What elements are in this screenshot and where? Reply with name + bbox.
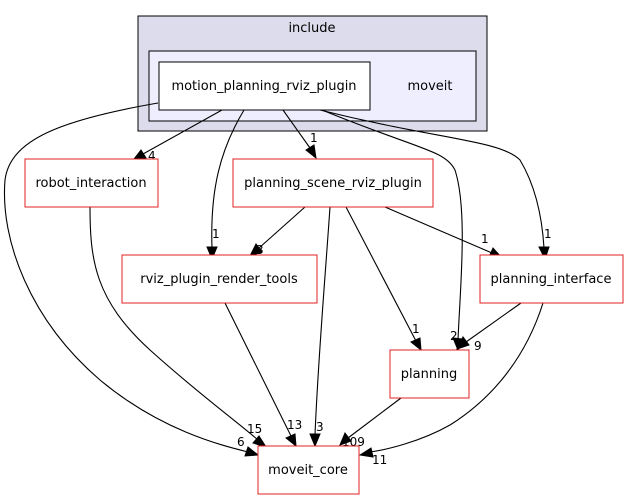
node-planning-scene-rviz-plugin[interactable]: planning_scene_rviz_plugin [232, 158, 434, 208]
node-label: motion_planning_rviz_plugin [171, 79, 356, 94]
node-motion-planning-rviz-plugin[interactable]: motion_planning_rviz_plugin [158, 61, 371, 111]
edge-label-psr-to-planning: 1 [412, 322, 420, 336]
edge-label-pi-to-planning: 9 [474, 339, 482, 353]
moveit-cluster-label: moveit [407, 79, 452, 94]
edge-mpr-to-moveit-core [3, 102, 249, 453]
edge-mpr-to-planning [321, 109, 463, 341]
edge-label-psr-to-pi: 1 [481, 232, 489, 246]
node-planning-interface[interactable]: planning_interface [479, 254, 624, 304]
node-label: planning_scene_rviz_plugin [244, 176, 422, 191]
edge-arrowhead [252, 435, 268, 448]
edge-label-psr-to-rprt: 3 [256, 243, 264, 257]
edge-mpr-to-planning-interface [319, 109, 545, 249]
node-label: planning [401, 367, 457, 382]
node-label: rviz_plugin_render_tools [140, 272, 298, 287]
edge-planning-interface-to-planning [465, 302, 522, 343]
edge-arrowhead [206, 246, 218, 261]
edge-label-mpr-to-pi: 1 [544, 227, 552, 241]
edge-arrowhead [249, 243, 263, 257]
node-robot-interaction[interactable]: robot_interaction [24, 158, 159, 208]
edge-mpr-to-robot-interaction [142, 109, 223, 155]
node-rviz-plugin-render-tools[interactable]: rviz_plugin_render_tools [121, 254, 318, 304]
edge-planning-scene-to-planning [345, 206, 417, 342]
edge-robot-interaction-to-core [89, 206, 259, 441]
node-planning[interactable]: planning [389, 349, 470, 399]
edge-label-rprt-to-core: 13 [287, 418, 302, 432]
edge-label-mpr-to-rprt: 1 [212, 227, 220, 241]
node-label: robot_interaction [35, 176, 146, 191]
edge-mpr-to-planning-scene [282, 109, 311, 149]
edge-planning-to-core [347, 397, 402, 439]
edge-arrowhead [305, 144, 317, 160]
edge-mpr-to-render-tools [211, 109, 245, 249]
edge-arrowhead [244, 446, 260, 457]
node-moveit-core[interactable]: moveit_core [257, 445, 360, 495]
edges [3, 102, 550, 458]
edge-label-ri-to-core: 15 [247, 422, 262, 436]
edge-planning-scene-to-planning-interface [384, 206, 493, 254]
edge-planning-scene-to-render-tools [258, 206, 306, 249]
edge-label-pi-to-core: 11 [372, 453, 387, 467]
edge-arrowhead [339, 432, 352, 446]
edge-label-mpr-to-psr: 1 [310, 131, 318, 145]
edge-label-mpr-to-ri: 4 [148, 149, 156, 163]
edge-arrowhead [358, 447, 374, 458]
node-label: planning_interface [491, 272, 612, 287]
edge-arrowhead [410, 337, 422, 352]
edge-arrowhead [456, 336, 470, 350]
edge-render-tools-to-core [224, 302, 292, 437]
edge-arrowhead [538, 246, 550, 261]
edge-label-mpr-to-core: 6 [237, 435, 245, 449]
edge-label-mpr-to-planning: 2 [450, 329, 458, 343]
include-cluster-label: include [288, 21, 335, 36]
edge-arrowhead [132, 149, 147, 160]
edge-planning-scene-to-core [314, 206, 331, 436]
edge-arrowhead [309, 433, 321, 448]
edge-planning-interface-to-core [369, 302, 544, 453]
node-label: moveit_core [268, 463, 348, 478]
edge-label-psr-to-core: 3 [316, 420, 324, 434]
edge-arrowhead [285, 433, 297, 448]
